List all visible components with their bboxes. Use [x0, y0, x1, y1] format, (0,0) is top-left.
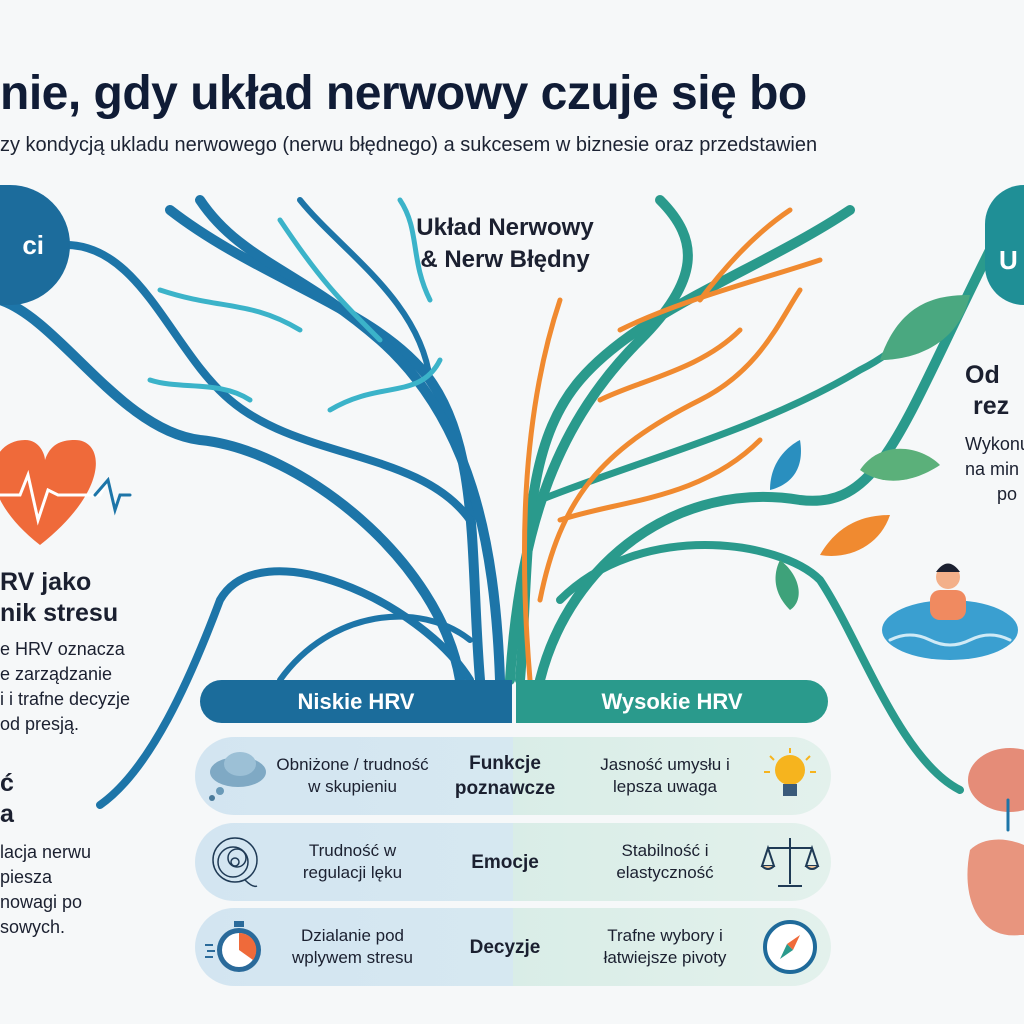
scales-icon: [750, 832, 830, 892]
section-title: ć: [0, 769, 14, 797]
section-text: Wykonu: [965, 434, 1024, 454]
page-subtitle: zy kondycją ukladu nerwowego (nerwu błęd…: [0, 134, 818, 156]
category-label: Emocje: [471, 851, 539, 873]
low-hrv-header: Niskie HRV: [200, 680, 512, 723]
comparison-row-emotions: Trudność w regulacji lęku Emocje Stabiln…: [195, 823, 831, 901]
low-hrv-text: Obniżone / trudność w skupieniu: [276, 755, 429, 796]
section-text: na min: [965, 459, 1020, 479]
brain-gut-icon: [967, 748, 1024, 936]
low-hrv-text: Trudność w regulacji lęku: [302, 841, 403, 882]
high-hrv-header: Wysokie HRV: [516, 680, 828, 723]
section-text: od presją.: [0, 714, 80, 734]
low-hrv-text: Dzialanie pod wplywem stresu: [292, 926, 413, 967]
section-title: nik stresu: [0, 599, 119, 627]
section-text: nowagi po: [0, 892, 83, 912]
section-text: e zarządzanie: [0, 664, 113, 684]
cold-plunge-icon: [882, 563, 1018, 660]
heart-icon: [0, 440, 132, 545]
section-text: e HRV oznacza: [0, 639, 125, 659]
section-text: i i trafne decyzje: [0, 689, 131, 709]
section-title: rez: [973, 392, 1010, 420]
center-label-line: & Nerw Błędny: [420, 246, 590, 273]
category-label: Decyzje: [469, 936, 541, 958]
regulation-section: ć a lacja nerwu piesza nowagi po sowych.: [0, 768, 91, 940]
tangle-icon: [195, 832, 275, 892]
cloud-icon: [195, 746, 275, 806]
section-text: lacja nerwu: [0, 842, 92, 862]
high-hrv-text: Stabilność i elastyczność: [616, 841, 714, 882]
section-title: a: [0, 800, 14, 828]
comparison-row-cognition: Obniżone / trudność w skupieniu Funkcje …: [195, 737, 831, 815]
section-title: Od: [965, 361, 1000, 389]
stopwatch-icon: [195, 917, 275, 977]
hrv-stress-section: RV jako nik stresu e HRV oznacza e zarzą…: [0, 567, 130, 737]
leaf-icon: [860, 448, 940, 481]
category-label: Funkcje poznawcze: [454, 753, 556, 799]
leaf-icon: [770, 440, 801, 490]
right-topic-circle: U: [985, 185, 1024, 305]
page-title: nie, gdy układ nerwowy czuje się bo: [0, 67, 807, 120]
comparison-row-decisions: Dzialanie pod wplywem stresu Decyzje Tra…: [195, 908, 831, 986]
center-label: Układ Nerwowy & Nerw Błędny: [380, 212, 630, 276]
compass-icon: [750, 917, 830, 977]
center-label-line: Układ Nerwowy: [416, 214, 594, 241]
section-text: po: [997, 484, 1018, 504]
high-hrv-text: Trafne wybory i łatwiejsze pivoty: [603, 926, 727, 967]
lightbulb-icon: [750, 744, 830, 808]
leaf-icon: [880, 295, 970, 360]
high-hrv-text: Jasność umysłu i lepsza uwaga: [600, 755, 730, 796]
section-text: sowych.: [0, 917, 66, 937]
resilience-section: Od rez Wykonu na min po: [965, 360, 1024, 507]
section-text: piesza: [0, 867, 53, 887]
leaf-icon: [820, 515, 890, 556]
section-title: RV jako: [0, 568, 92, 596]
leaf-icon: [775, 560, 799, 610]
